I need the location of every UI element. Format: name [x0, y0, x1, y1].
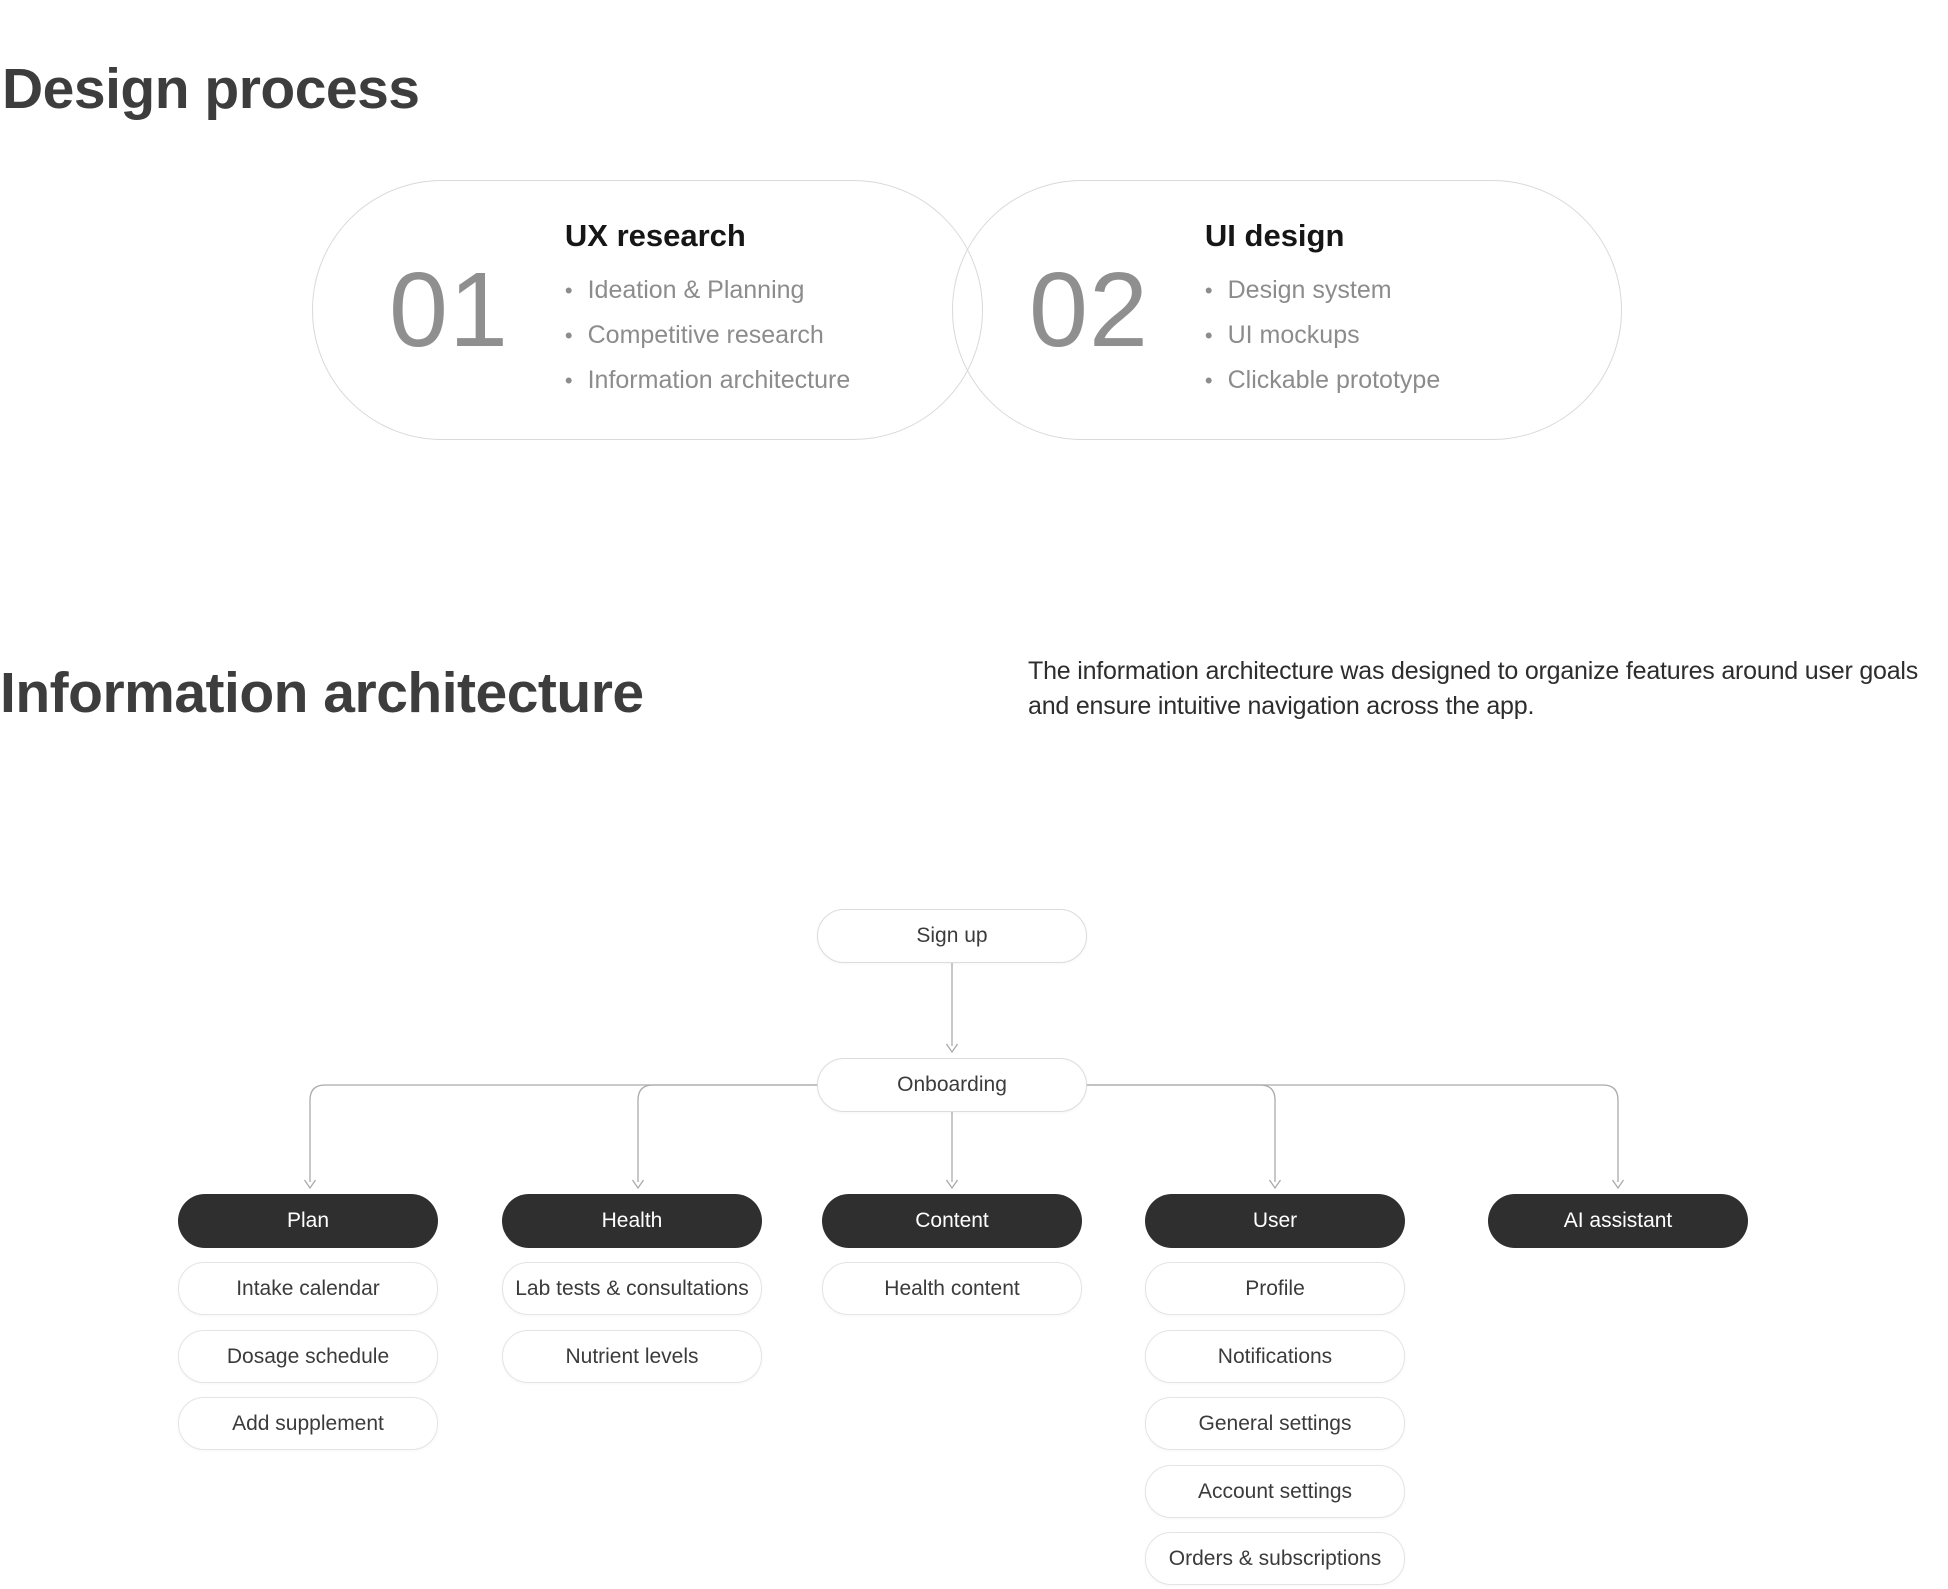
- arrowhead-icon: [1268, 1179, 1282, 1190]
- connector-onboarding-ai: [1087, 1084, 1619, 1182]
- child-node-add-supplement: Add supplement: [178, 1397, 438, 1450]
- branch-pill-health: Health: [502, 1194, 762, 1248]
- branch-pill-plan: Plan: [178, 1194, 438, 1248]
- child-node-dosage-schedule: Dosage schedule: [178, 1330, 438, 1383]
- step-number: 01: [389, 251, 509, 369]
- bullet-dot-icon: •: [1204, 277, 1213, 303]
- flow-node-sign-up: Sign up: [817, 909, 1087, 963]
- child-node-lab-tests-consultations: Lab tests & consultations: [502, 1262, 762, 1315]
- child-node-intake-calendar: Intake calendar: [178, 1262, 438, 1315]
- step-bullet: • Information architecture: [565, 358, 850, 403]
- flow-node-onboarding: Onboarding: [817, 1058, 1087, 1112]
- step-number: 02: [1029, 251, 1149, 369]
- branch-pill-ai-assistant: AI assistant: [1488, 1194, 1748, 1248]
- bullet-dot-icon: •: [1204, 367, 1213, 393]
- step-bullet-label: UI mockups: [1227, 320, 1360, 349]
- child-node-health-content: Health content: [822, 1262, 1082, 1315]
- step-bullet-label: Competitive research: [587, 320, 824, 349]
- arrowhead-icon: [945, 1179, 959, 1190]
- bullet-dot-icon: •: [564, 367, 573, 393]
- step-bullet-label: Ideation & Planning: [587, 275, 805, 304]
- information-architecture-description: The information architecture was designe…: [1028, 657, 1919, 720]
- bullet-dot-icon: •: [564, 322, 573, 348]
- arrowhead-icon: [1611, 1179, 1625, 1190]
- child-node-nutrient-levels: Nutrient levels: [502, 1330, 762, 1383]
- step-bullet-label: Information architecture: [587, 365, 851, 394]
- step-body: UX research • Ideation & Planning • Comp…: [565, 218, 850, 403]
- branch-pill-user: User: [1145, 1194, 1405, 1248]
- step-bullet: • Design system: [1205, 268, 1440, 313]
- bullet-dot-icon: •: [1204, 322, 1213, 348]
- child-node-general-settings: General settings: [1145, 1397, 1405, 1450]
- child-node-profile: Profile: [1145, 1262, 1405, 1315]
- child-node-account-settings: Account settings: [1145, 1465, 1405, 1518]
- step-bullet: • Competitive research: [565, 313, 850, 358]
- connector-onboarding-health: [637, 1084, 817, 1182]
- connector-onboarding-user: [1087, 1084, 1276, 1182]
- design-process-title: Design process: [2, 57, 420, 122]
- step-bullet: • UI mockups: [1205, 313, 1440, 358]
- process-step-card-ui-design: 02 UI design • Design system • UI mockup…: [952, 180, 1622, 440]
- bullet-dot-icon: •: [564, 277, 573, 303]
- step-title: UX research: [564, 217, 746, 253]
- information-architecture-title: Information architecture: [0, 661, 644, 726]
- step-title: UI design: [1204, 217, 1345, 253]
- arrowhead-icon: [303, 1179, 317, 1190]
- arrowhead-icon: [945, 1043, 959, 1054]
- step-bullet-label: Clickable prototype: [1227, 365, 1441, 394]
- branch-pill-content: Content: [822, 1194, 1082, 1248]
- step-body: UI design • Design system • UI mockups •…: [1205, 218, 1440, 403]
- step-bullet-label: Design system: [1227, 275, 1392, 304]
- arrowhead-icon: [631, 1179, 645, 1190]
- connector-onboarding-plan: [309, 1084, 817, 1182]
- child-node-notifications: Notifications: [1145, 1330, 1405, 1383]
- step-bullet: • Clickable prototype: [1205, 358, 1440, 403]
- step-bullet: • Ideation & Planning: [565, 268, 850, 313]
- child-node-orders-subscriptions: Orders & subscriptions: [1145, 1532, 1405, 1585]
- process-step-card-ux-research: 01 UX research • Ideation & Planning • C…: [312, 180, 983, 440]
